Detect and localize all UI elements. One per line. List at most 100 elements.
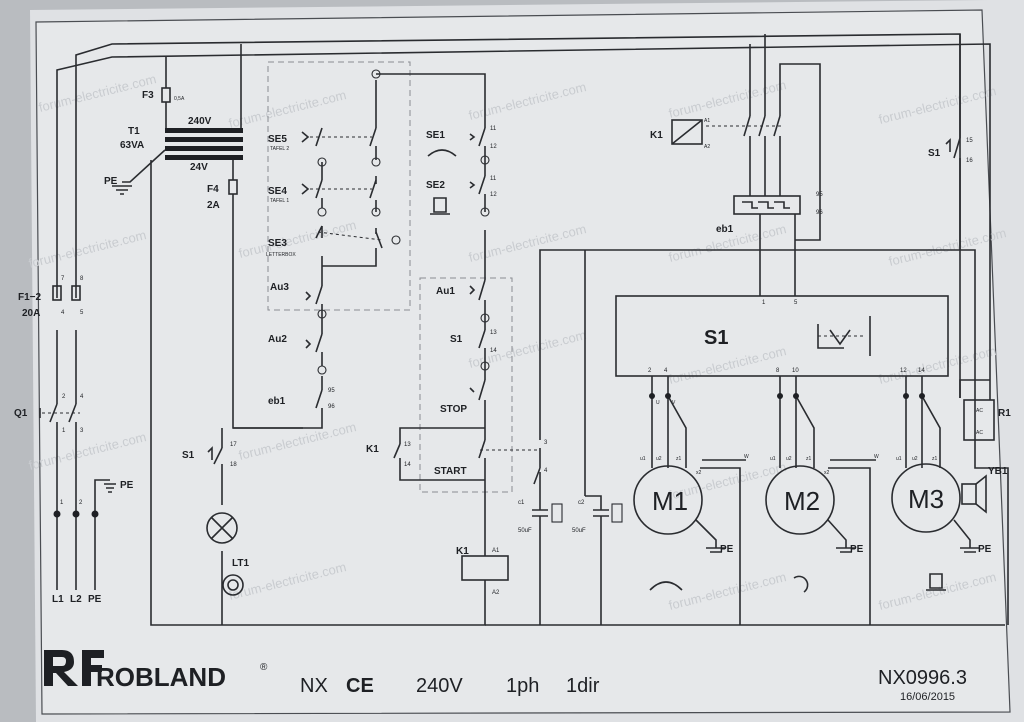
- motor-m3: [891, 463, 961, 533]
- term: 1: [762, 300, 766, 306]
- term: 12: [900, 368, 907, 374]
- term: 5: [80, 310, 84, 316]
- model-name: NX: [300, 675, 328, 697]
- terminal: [371, 157, 381, 167]
- label-c1-value: 50uF: [518, 528, 532, 534]
- term: 14: [490, 348, 497, 354]
- term: 17: [230, 442, 237, 448]
- term: 4: [61, 310, 65, 316]
- label-l1: L1: [52, 594, 64, 605]
- label-pe-m1: PE: [720, 544, 734, 555]
- terminal-l1: [53, 510, 61, 518]
- label-yb1: YB1: [988, 466, 1008, 477]
- lamp-lt1: [206, 512, 238, 544]
- label-k1-main: K1: [650, 130, 663, 141]
- term: V: [672, 400, 676, 406]
- earth-pe-transformer: [112, 149, 166, 195]
- term: 13: [490, 330, 497, 336]
- dashed-group-box: [267, 61, 411, 311]
- term: z1: [806, 456, 812, 462]
- label-t1: T1: [128, 126, 140, 137]
- term: u2: [786, 456, 792, 462]
- main-switch-q1: [39, 403, 80, 423]
- label-lt1: LT1: [232, 558, 249, 569]
- term: u2: [912, 456, 918, 462]
- term: 14: [404, 462, 411, 468]
- term: 4: [544, 468, 548, 474]
- label-stop: STOP: [440, 404, 467, 415]
- term: U: [656, 400, 660, 406]
- switch-s1-box: [615, 295, 949, 377]
- brand-name: ROBLAND: [96, 662, 226, 692]
- label-s1-box: S1: [704, 327, 728, 349]
- label-se4: SE4: [268, 186, 287, 197]
- terminal-8: [371, 69, 381, 79]
- label-c2-value: 50uF: [572, 528, 586, 534]
- label-eb1: eb1: [716, 224, 734, 235]
- term: u1: [896, 456, 902, 462]
- term: 2: [79, 500, 83, 506]
- term: 2: [648, 368, 652, 374]
- label-q1: Q1: [14, 408, 28, 419]
- relay-k1-main: [671, 119, 703, 145]
- fuse-f2: [71, 285, 81, 301]
- label-m3: M3: [908, 484, 944, 514]
- term: 2: [62, 394, 66, 400]
- label-pe-line: PE: [88, 594, 102, 605]
- term: 3: [544, 440, 548, 446]
- term: 3: [80, 428, 84, 434]
- fuse-f1: [52, 285, 62, 301]
- label-eb1-contact: eb1: [268, 396, 286, 407]
- label-f4: F4: [207, 184, 219, 195]
- se5-actuator: [301, 131, 310, 143]
- phase-info: 1ph: [506, 675, 539, 697]
- label-au1: Au1: [436, 286, 455, 297]
- saw-blade-icon: [427, 149, 457, 157]
- mortiser-icon: [430, 197, 450, 215]
- term: u1: [770, 456, 776, 462]
- direction-info: 1dir: [566, 675, 600, 697]
- term: 96: [816, 210, 823, 216]
- label-se3: SE3: [268, 238, 287, 249]
- term: 4: [80, 394, 84, 400]
- term: 11: [490, 126, 497, 132]
- dashed-group-box: [419, 277, 513, 493]
- ce-mark: CE: [346, 675, 374, 697]
- label-pe-m3: PE: [978, 544, 992, 555]
- capacitor-c1: [532, 496, 563, 625]
- power-circuit: K1 A1 A2 eb1 95 96 1 5 S1 3 4: [485, 34, 1011, 626]
- terminal: [317, 207, 327, 217]
- terminal: [371, 207, 381, 217]
- term: 5: [794, 300, 798, 306]
- term: 95: [816, 192, 823, 198]
- label-se4-sub: TAFEL 1: [270, 198, 289, 204]
- transformer-t1: [165, 128, 243, 160]
- term: u1: [640, 456, 646, 462]
- label-pe-earth: PE: [120, 480, 134, 491]
- terminal: [480, 155, 490, 165]
- term: 7: [61, 276, 65, 282]
- term: A2: [492, 590, 500, 596]
- term: A2: [704, 144, 710, 150]
- terminal: [317, 365, 327, 375]
- term: x2: [696, 470, 702, 476]
- label-se1: SE1: [426, 130, 445, 141]
- label-240v: 240V: [188, 116, 212, 127]
- brand-registered: ®: [260, 662, 268, 673]
- label-pe-m2: PE: [850, 544, 864, 555]
- label-se3-sub: LETTERBOX: [266, 252, 296, 258]
- label-s1-right: S1: [928, 148, 941, 159]
- term: A1: [492, 548, 500, 554]
- terminal: [480, 313, 490, 323]
- label-l2: L2: [70, 594, 82, 605]
- label-start: START: [434, 466, 467, 477]
- drawing-date: 16/06/2015: [900, 691, 955, 703]
- fuse-f4: [228, 179, 238, 195]
- term: W: [744, 454, 749, 460]
- term: 15: [966, 138, 973, 144]
- term: u2: [656, 456, 662, 462]
- term: 18: [230, 462, 237, 468]
- cutter-head-icon: [793, 575, 809, 593]
- term: 16: [966, 158, 973, 164]
